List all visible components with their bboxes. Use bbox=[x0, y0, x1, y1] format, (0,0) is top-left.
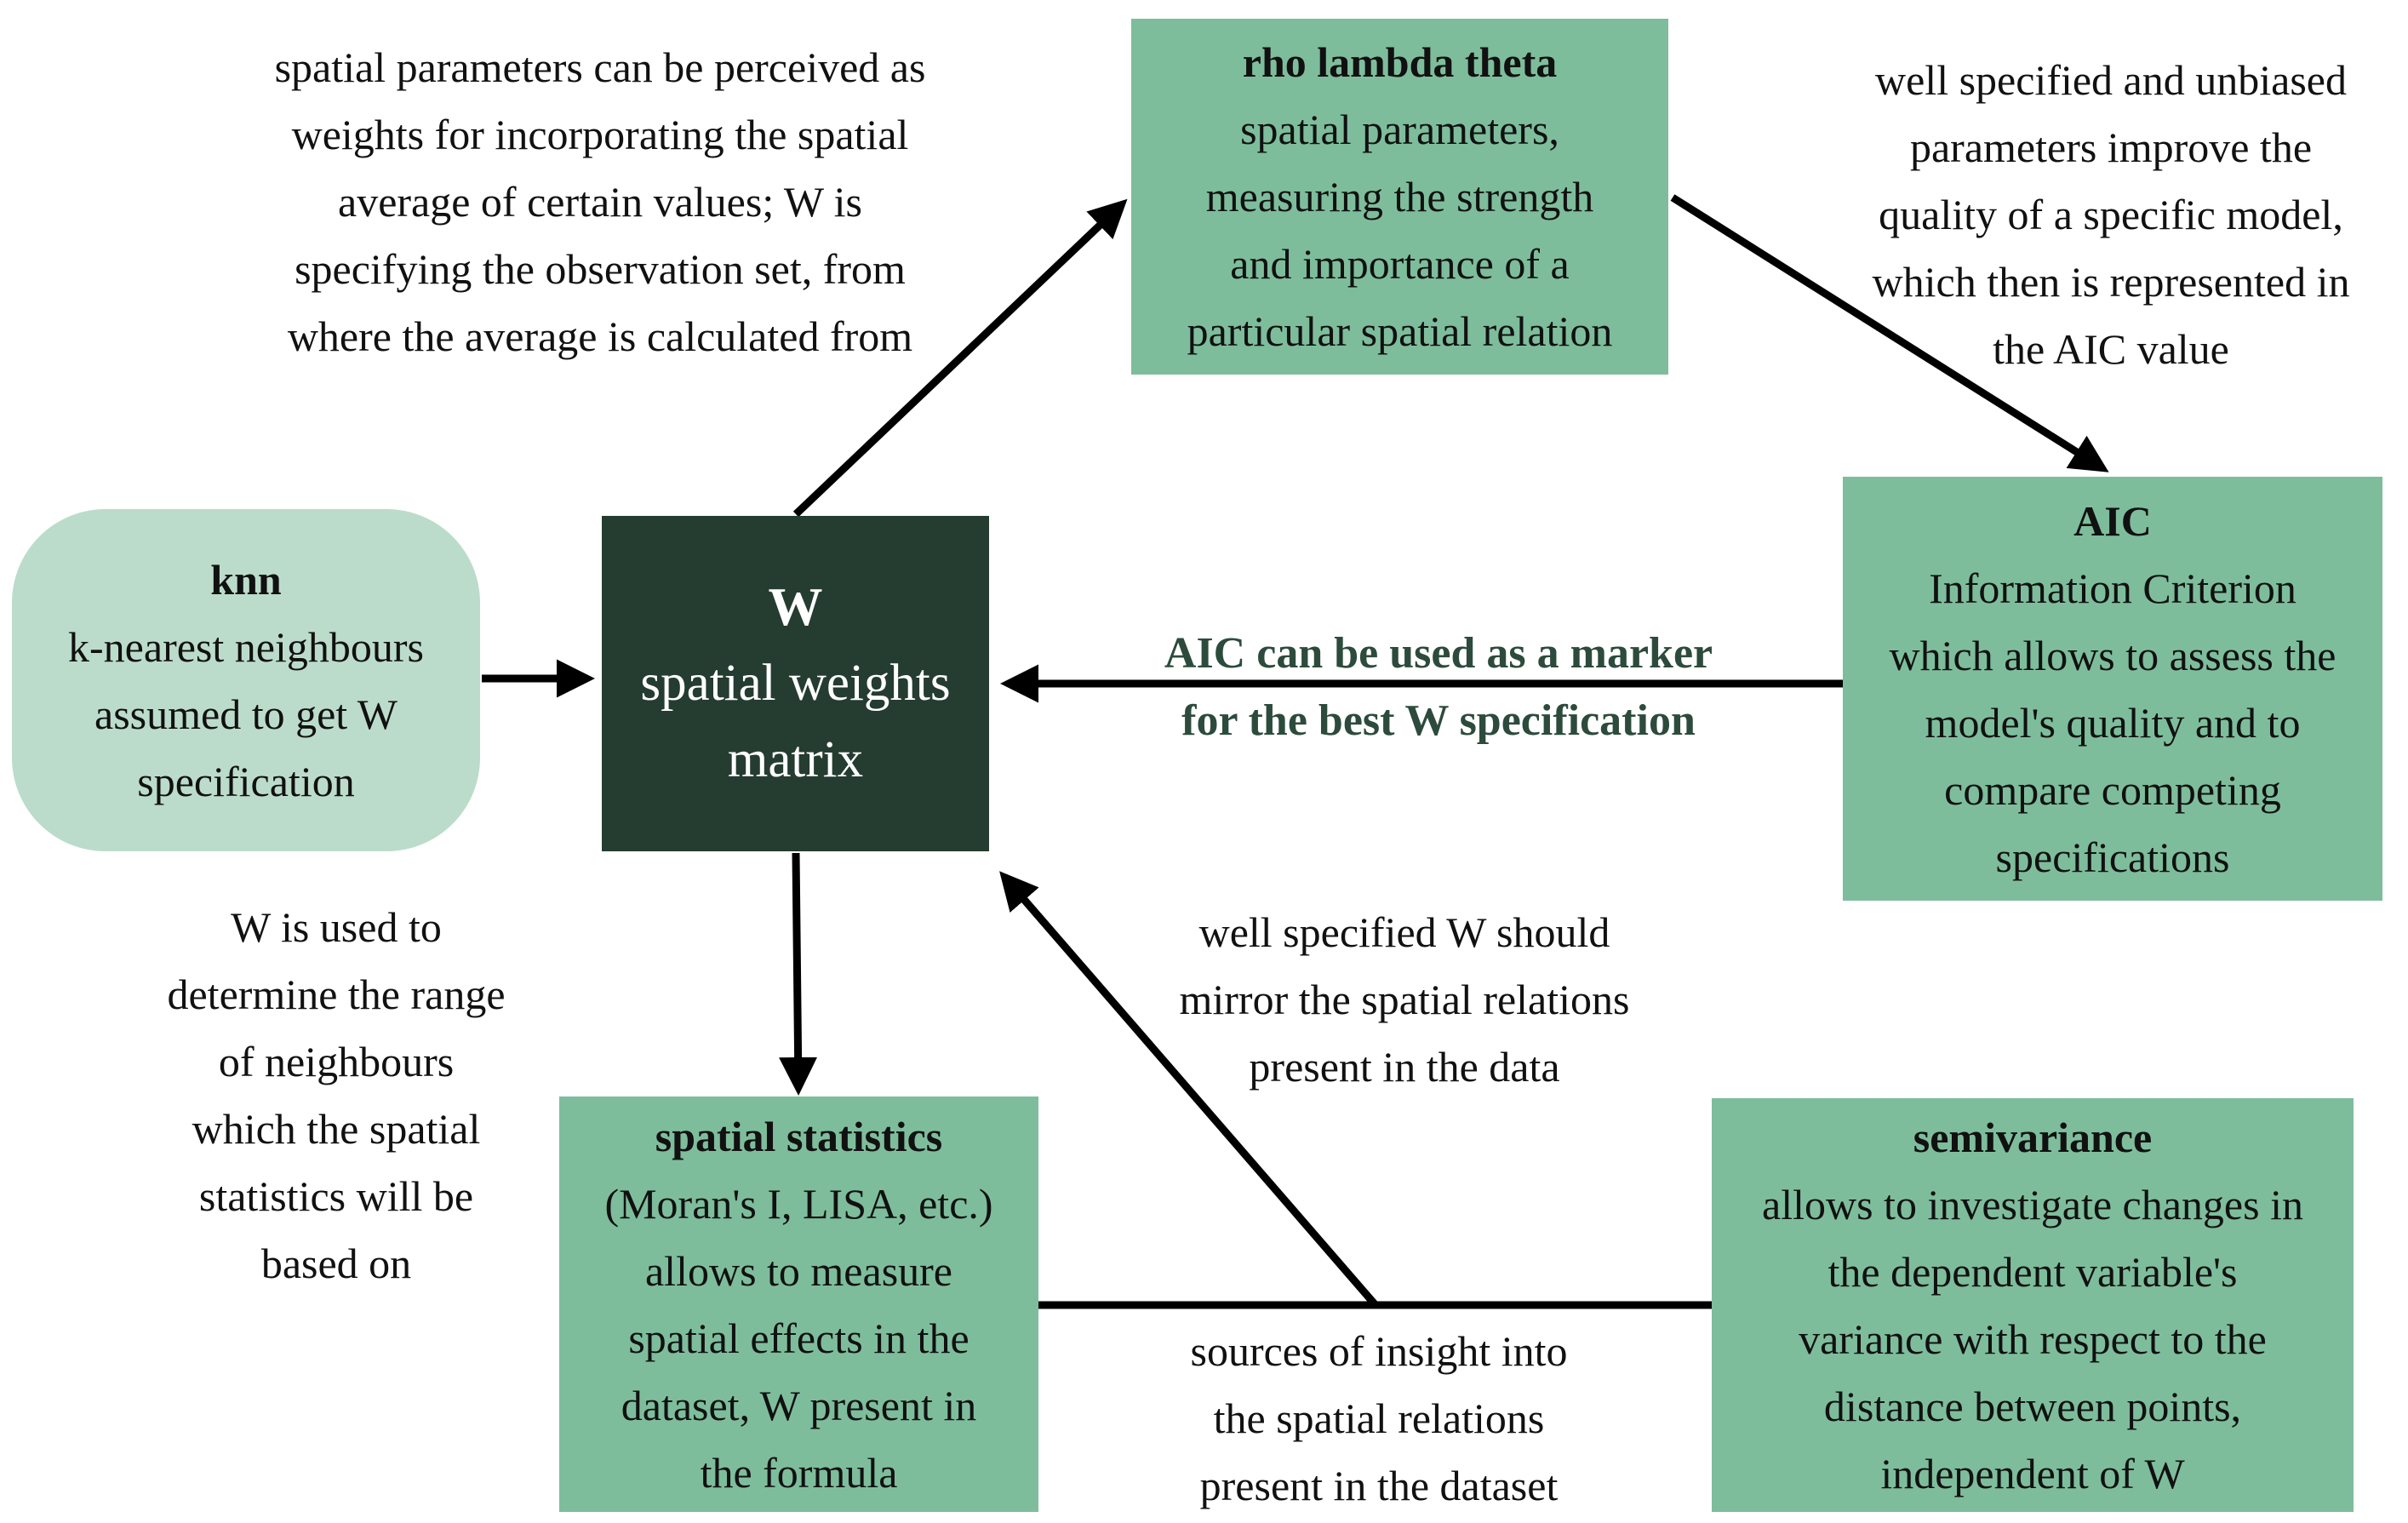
knn-node: knn k-nearest neighbours assumed to get … bbox=[12, 509, 480, 851]
mirror-note-line-2: mirror the spatial relations bbox=[1179, 976, 1630, 1023]
semivariance-node: semivariance allows to investigate chang… bbox=[1712, 1098, 2354, 1512]
spatial-params-note-line-3: average of certain values; W is bbox=[338, 178, 862, 226]
w-matrix-title: W bbox=[768, 576, 823, 637]
spatial-statistics-line-2: allows to measure bbox=[644, 1246, 952, 1295]
spatial-statistics-line-5: the formula bbox=[700, 1448, 898, 1497]
spatial-params-note-line-5: where the average is calculated from bbox=[287, 312, 913, 360]
mirror-note-line-1: well specified W should bbox=[1198, 908, 1610, 956]
rho-lambda-theta-node: rho lambda theta spatial parameters, mea… bbox=[1131, 19, 1668, 375]
sources-of-insight-note: sources of insight into the spatial rela… bbox=[1107, 1318, 1651, 1520]
insight-note-line-3: present in the dataset bbox=[1199, 1462, 1559, 1509]
insight-note-line-2: the spatial relations bbox=[1213, 1394, 1545, 1442]
semivariance-line-1: allows to investigate changes in bbox=[1762, 1180, 2303, 1228]
arrow-w-to-rho bbox=[792, 198, 1128, 518]
semivariance-line-4: distance between points, bbox=[1823, 1382, 2242, 1430]
aic-line-1: Information Criterion bbox=[1929, 564, 2296, 612]
w-matrix-line-1: spatial weights bbox=[640, 655, 951, 712]
unbiased-note-line-2: parameters improve the bbox=[1909, 123, 2313, 171]
mirror-note-line-3: present in the data bbox=[1249, 1043, 1560, 1091]
spatial-statistics-title: spatial statistics bbox=[655, 1112, 943, 1160]
aic-line-2: which allows to assess the bbox=[1889, 631, 2337, 679]
aic-line-3: model's quality and to bbox=[1925, 698, 2301, 747]
w-range-note: W is used to determine the range of neig… bbox=[102, 894, 570, 1297]
insight-note-line-1: sources of insight into bbox=[1190, 1327, 1568, 1375]
rho-line-4: particular spatial relation bbox=[1187, 307, 1613, 355]
semivariance-line-5: independent of W bbox=[1880, 1449, 2185, 1497]
knn-line-3: specification bbox=[137, 757, 355, 805]
rho-line-3: and importance of a bbox=[1230, 240, 1570, 288]
spatial-statistics-line-1: (Moran's I, LISA, etc.) bbox=[604, 1179, 993, 1228]
w-range-note-line-3: of neighbours bbox=[218, 1038, 455, 1085]
unbiased-parameters-note: well specified and unbiased parameters i… bbox=[1805, 47, 2408, 383]
spatial-statistics-line-3: spatial effects in the bbox=[628, 1314, 969, 1362]
arrow-insight-to-w bbox=[999, 871, 1379, 1308]
w-range-note-line-4: which the spatial bbox=[192, 1105, 481, 1153]
unbiased-note-line-1: well specified and unbiased bbox=[1875, 56, 2347, 104]
spatial-params-note-line-4: specifying the observation set, from bbox=[295, 245, 906, 293]
semivariance-line-2: the dependent variable's bbox=[1827, 1247, 2238, 1296]
unbiased-note-line-4: which then is represented in bbox=[1872, 258, 2350, 306]
aic-node: AIC Information Criterion which allows t… bbox=[1843, 477, 2382, 901]
spatial-statistics-line-4: dataset, W present in bbox=[621, 1381, 977, 1429]
knn-line-2: assumed to get W bbox=[94, 690, 398, 738]
spatial-statistics-node: spatial statistics (Moran's I, LISA, etc… bbox=[559, 1096, 1038, 1512]
semivariance-line-3: variance with respect to the bbox=[1799, 1314, 2267, 1363]
rho-lambda-theta-title: rho lambda theta bbox=[1242, 38, 1558, 86]
rho-line-2: measuring the strength bbox=[1205, 173, 1594, 220]
arrow-rho-to-aic bbox=[1670, 194, 2109, 472]
aic-marker-note-line-2: for the best W specification bbox=[1181, 696, 1696, 745]
w-range-note-line-5: statistics will be bbox=[198, 1172, 474, 1220]
arrow-w-to-spatial-statistics bbox=[779, 852, 818, 1096]
rho-line-1: spatial parameters, bbox=[1240, 106, 1559, 153]
unbiased-note-line-3: quality of a specific model, bbox=[1879, 191, 2343, 238]
semivariance-title: semivariance bbox=[1913, 1113, 2153, 1161]
w-range-note-line-1: W is used to bbox=[231, 903, 442, 951]
knn-title: knn bbox=[210, 555, 282, 604]
spatial-params-note: spatial parameters can be perceived as w… bbox=[196, 34, 1004, 370]
aic-line-5: specifications bbox=[1995, 833, 2230, 881]
w-matrix-line-2: matrix bbox=[727, 731, 864, 788]
spatial-params-note-line-1: spatial parameters can be perceived as bbox=[274, 43, 926, 91]
aic-line-4: compare competing bbox=[1944, 765, 2281, 814]
aic-marker-note: AIC can be used as a marker for the best… bbox=[1047, 620, 1830, 754]
aic-marker-note-line-1: AIC can be used as a marker bbox=[1164, 629, 1713, 678]
knn-line-1: k-nearest neighbours bbox=[68, 622, 424, 671]
w-range-note-line-2: determine the range bbox=[167, 970, 506, 1018]
w-range-note-line-6: based on bbox=[260, 1240, 412, 1287]
mirror-spatial-relations-note: well specified W should mirror the spati… bbox=[1107, 899, 1702, 1101]
unbiased-note-line-5: the AIC value bbox=[1993, 325, 2229, 373]
aic-title: AIC bbox=[2073, 496, 2152, 545]
spatial-params-note-line-2: weights for incorporating the spatial bbox=[291, 111, 909, 158]
w-matrix-node: W spatial weights matrix bbox=[602, 516, 989, 851]
